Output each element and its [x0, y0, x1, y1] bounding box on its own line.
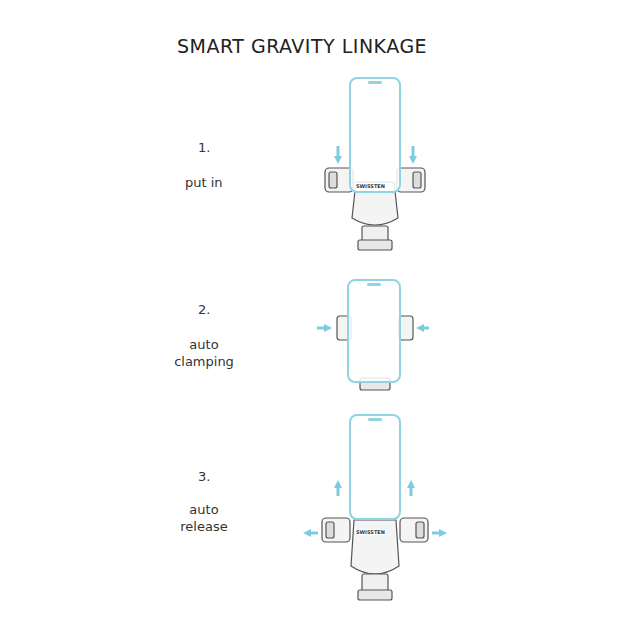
phone-1: [350, 78, 400, 192]
diagram-title: SMART GRAVITY LINKAGE: [177, 35, 427, 57]
brand-logo: SWISSTEN: [355, 183, 386, 189]
step-number: 3.: [198, 468, 210, 485]
brand-logo: SWISSTEN: [355, 529, 386, 535]
phone-2: [348, 280, 400, 382]
step-number: 1.: [198, 139, 210, 156]
step-label: put in: [185, 174, 223, 191]
step-number: 2.: [198, 301, 210, 318]
step-label: auto release: [174, 501, 234, 535]
step3-figure: [322, 518, 428, 600]
step-label: auto clamping: [164, 336, 244, 370]
phone-3: [350, 415, 400, 519]
